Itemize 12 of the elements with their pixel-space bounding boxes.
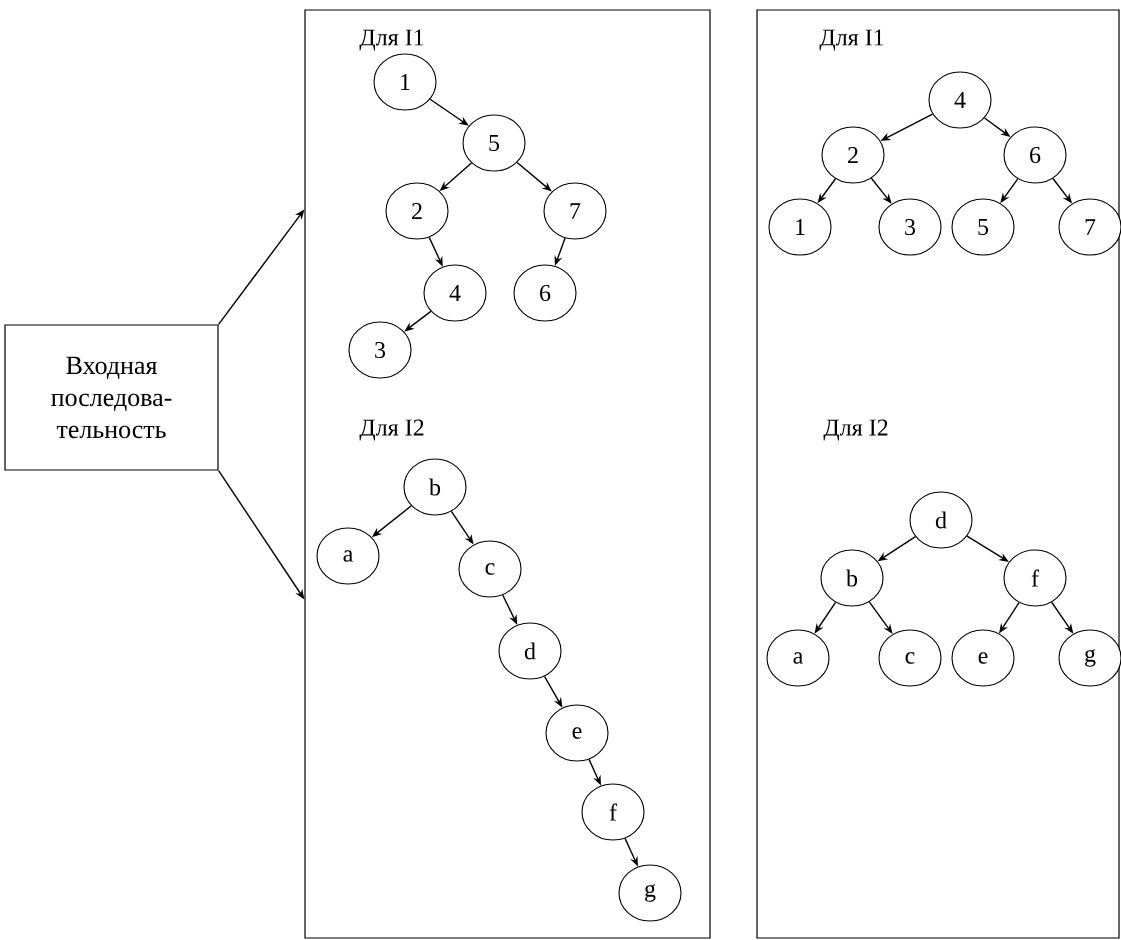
arrow	[404, 310, 432, 332]
panel-heading: Для I2	[359, 419, 424, 441]
panel-heading: Для I1	[359, 29, 424, 51]
node-label: g	[1085, 649, 1096, 667]
arrow	[966, 535, 1009, 562]
node-label: 7	[1085, 219, 1096, 235]
panel-frame	[304, 9, 711, 939]
text-box: Входная последова- тельность	[4, 324, 219, 471]
panel-frame	[756, 9, 1120, 939]
arrow	[516, 161, 552, 192]
panel-heading: Для I2	[823, 419, 888, 441]
panel-heading: Для I1	[819, 29, 884, 51]
